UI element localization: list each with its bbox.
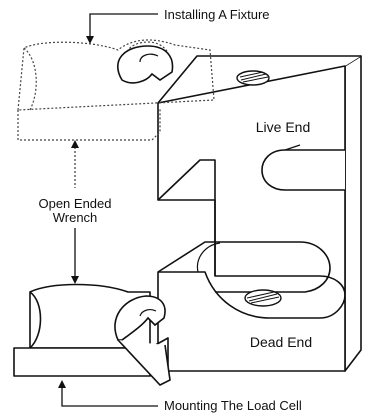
callout-arrows — [58, 13, 158, 407]
bottom-thread-hole — [244, 289, 282, 307]
middle-callout-line2: Wrench — [53, 210, 98, 225]
top-wrench-jaw — [116, 45, 174, 84]
load-cell-front-face — [157, 65, 346, 372]
upper-slot — [261, 149, 345, 191]
bottom-wrench-jaw — [114, 295, 171, 386]
top-callout-label: Installing A Fixture — [164, 7, 270, 22]
load-cell — [157, 55, 362, 372]
bottom-callout-label: Mounting The Load Cell — [164, 398, 302, 413]
top-thread-hole — [236, 70, 270, 86]
load-cell-side-face — [344, 55, 362, 372]
upper-block-label: Live End — [256, 119, 310, 135]
waist-cut — [157, 159, 216, 276]
lower-block-label: Dead End — [250, 334, 312, 350]
lower-slot — [157, 241, 331, 293]
middle-callout-line1: Open Ended — [38, 196, 111, 211]
